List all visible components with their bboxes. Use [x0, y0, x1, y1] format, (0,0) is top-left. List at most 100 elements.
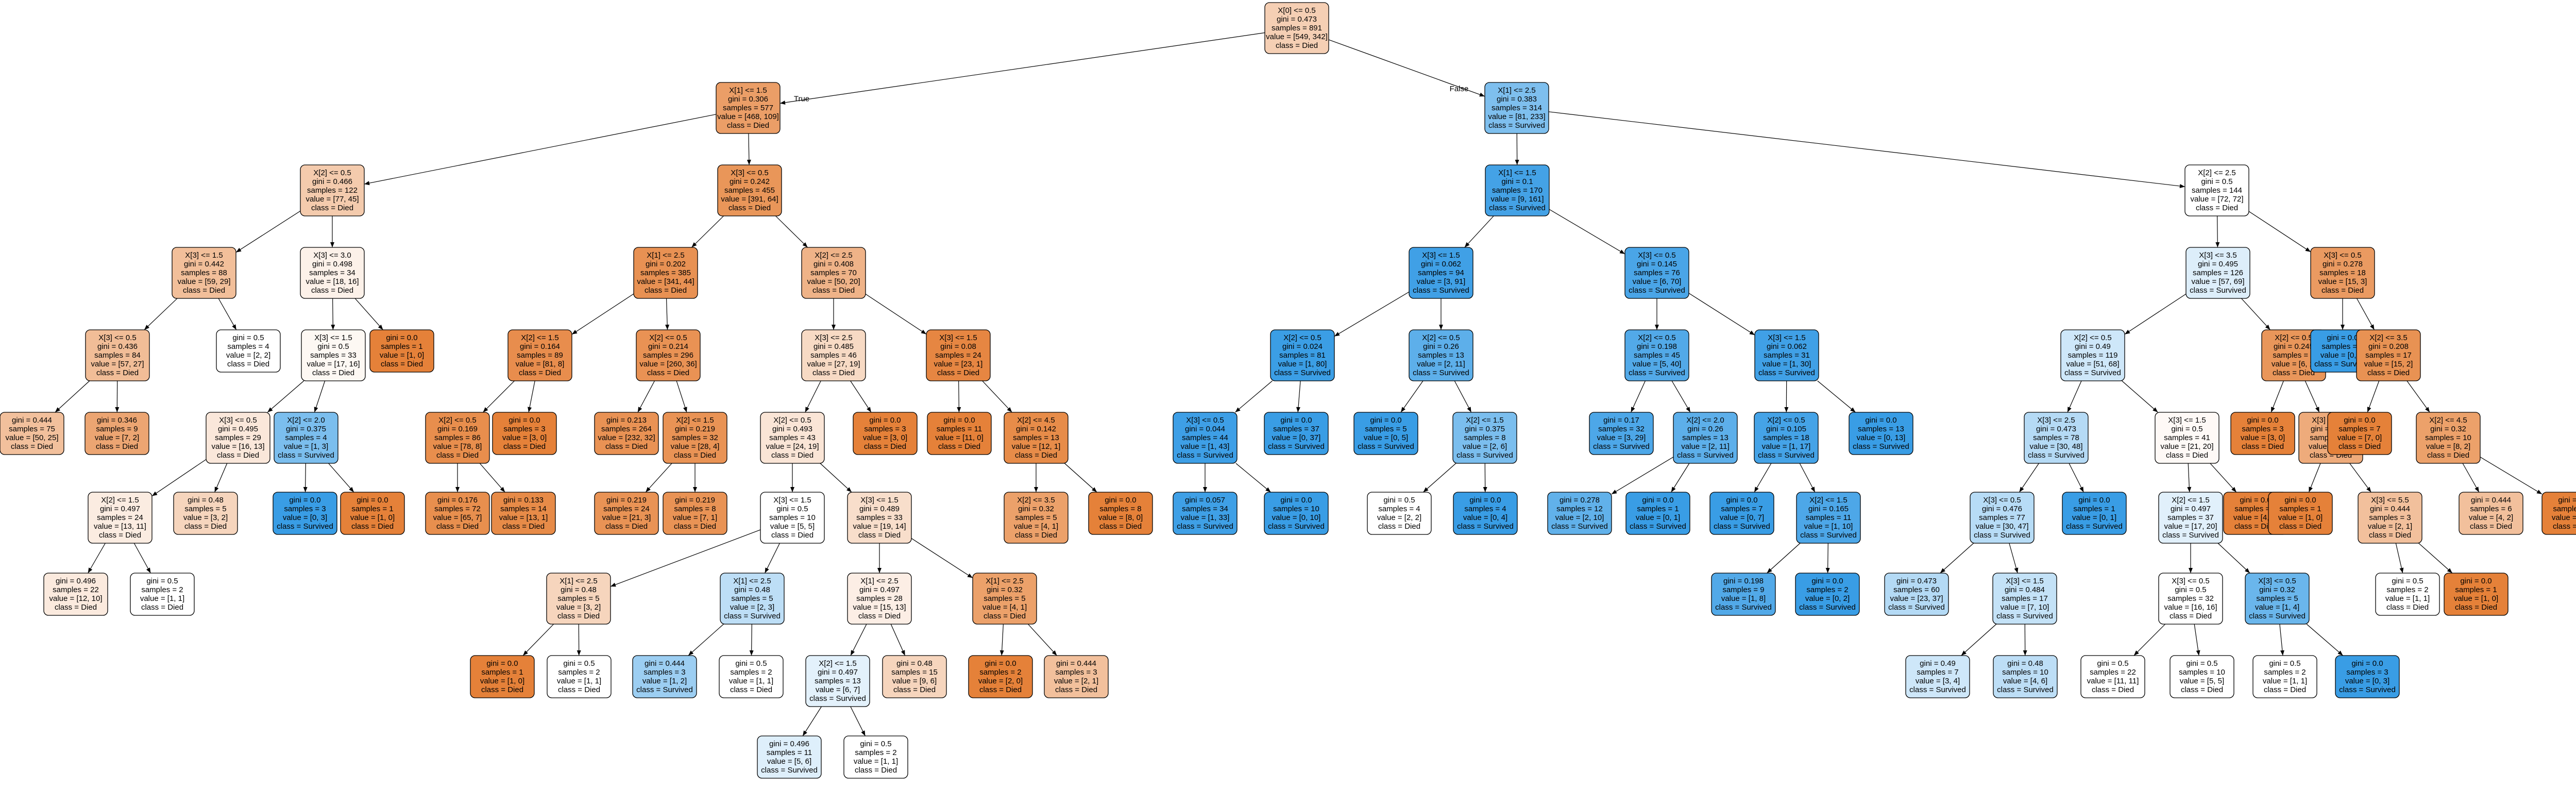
tree-edge	[571, 293, 634, 335]
node-line: gini = 0.306	[728, 95, 768, 104]
node-line: value = [57, 69]	[2192, 277, 2245, 286]
tree-edge	[666, 298, 668, 330]
node-line: value = [0, 3]	[283, 513, 327, 522]
node-line: value = [3, 29]	[1597, 433, 1646, 442]
node-line: value = [77, 45]	[306, 195, 359, 204]
node-line: class = Survived	[2162, 531, 2219, 540]
edge-arrowhead	[2153, 407, 2158, 412]
node-line: samples = 5	[984, 594, 1025, 603]
node-line: samples = 170	[1492, 186, 1543, 195]
node-line: gini = 0.0	[1105, 496, 1136, 505]
node-box	[84, 412, 149, 455]
node-box	[85, 329, 150, 381]
node-line: X[0] <= 0.5	[1278, 6, 1315, 15]
node-line: gini = 0.0	[2327, 333, 2358, 342]
node-line: samples = 2	[2264, 668, 2306, 677]
tree-edge	[1549, 209, 1625, 255]
node-box	[2245, 573, 2310, 625]
node-line: value = [15, 3]	[2318, 277, 2367, 286]
node-box	[491, 492, 556, 535]
node-line: value = [2, 11]	[1417, 360, 1465, 368]
node-line: X[3] <= 0.5	[1638, 251, 1675, 260]
tree-edge	[2067, 380, 2082, 413]
edge-arrowhead	[1619, 249, 1625, 254]
tree-edge	[1548, 111, 2185, 187]
tree-edge	[1611, 457, 1674, 495]
node-line: gini = 0.444	[1056, 659, 1096, 668]
node-line: samples = 41	[2164, 433, 2210, 442]
node-line: class = Died	[674, 451, 716, 460]
node-box	[801, 329, 866, 381]
node-line: class = Died	[311, 286, 353, 295]
node-line: class = Died	[893, 685, 936, 694]
node-line: gini = 0.444	[2370, 505, 2410, 513]
edge-arrowhead	[1754, 487, 1759, 492]
edge-arrowhead	[500, 487, 505, 492]
node-line: class = Died	[864, 442, 906, 451]
node-line: gini = 0.105	[1766, 425, 1806, 433]
edge-arrowhead	[901, 650, 905, 656]
node-line: X[3] <= 0.5	[2324, 251, 2361, 260]
node-line: samples = 314	[1492, 104, 1542, 112]
node-line: gini = 0.219	[675, 496, 715, 505]
node-line: class = Died	[2264, 685, 2306, 694]
node-line: samples = 84	[94, 351, 141, 360]
node-line: samples = 5	[184, 505, 226, 513]
node-line: class = Survived	[1677, 451, 1734, 460]
node-line: samples = 32	[2167, 594, 2214, 603]
tree-edge	[645, 463, 672, 493]
node-line: X[3] <= 0.5	[1186, 416, 1224, 425]
node-line: class = Died	[2553, 522, 2576, 531]
node-line: X[2] <= 2.5	[815, 251, 852, 260]
node-line: value = [4, 0]	[2233, 513, 2278, 522]
node-line: samples = 18	[2319, 269, 2366, 277]
edge-arrowhead	[683, 407, 687, 412]
node-line: samples = 4	[227, 342, 269, 351]
node-box	[492, 412, 557, 455]
node-line: X[2] <= 1.5	[819, 659, 856, 668]
node-box	[594, 412, 659, 455]
node-box	[1367, 492, 1432, 535]
node-line: gini = 0.48	[734, 585, 770, 594]
node-line: class = Survived	[1629, 286, 1685, 295]
node-line: samples = 81	[1279, 351, 1326, 360]
node-line: gini = 0.214	[648, 342, 688, 351]
node-line: gini = 0.5	[2201, 177, 2232, 186]
node-line: gini = 0.5	[2269, 659, 2300, 668]
node-line: samples = 13	[1858, 425, 1904, 433]
node-line: gini = 0.495	[2198, 260, 2238, 269]
node-line: gini = 0.32	[1018, 505, 1054, 513]
node-line: gini = 0.1	[1501, 177, 1533, 186]
node-line: X[2] <= 0.5	[1422, 333, 1460, 342]
node-line: value = [50, 20]	[807, 277, 860, 286]
node-box	[206, 412, 270, 464]
node-line: samples = 5	[731, 594, 773, 603]
node-box	[1485, 164, 1550, 216]
node-line: samples = 11	[937, 425, 982, 433]
node-line: value = [1, 0]	[480, 677, 524, 685]
tree-edge	[522, 624, 554, 656]
node-box	[663, 412, 727, 464]
node-box	[843, 735, 908, 779]
node-line: samples = 1	[2455, 585, 2497, 594]
tree-edge	[528, 380, 535, 413]
tree-edge	[1671, 380, 1691, 413]
edge-arrowhead	[1203, 487, 1207, 492]
node-line: class = Died	[311, 204, 353, 212]
node-line: X[2] <= 2.5	[2198, 169, 2235, 177]
node-box	[173, 492, 238, 535]
node-line: X[3] <= 2.5	[815, 333, 852, 342]
node-line: class = Survived	[1551, 522, 1608, 531]
edge-arrowhead	[1515, 160, 1519, 165]
